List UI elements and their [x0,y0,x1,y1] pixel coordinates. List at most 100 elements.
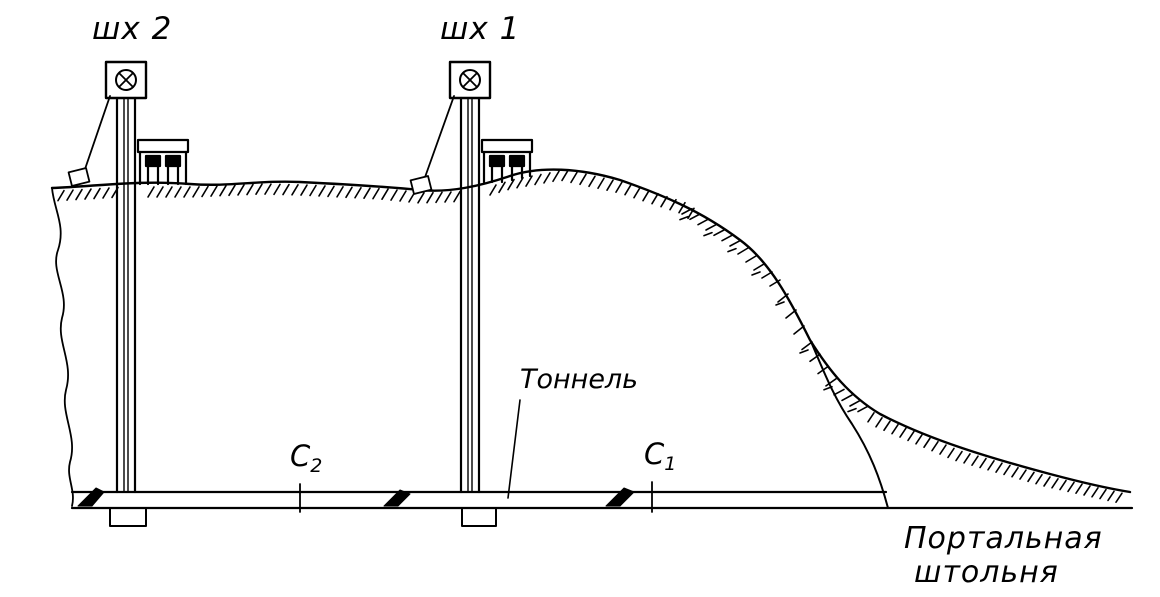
hatch-tick [246,183,254,196]
hatch-tick [775,301,785,306]
hatch-tick [57,189,65,202]
hatch-tick [947,447,955,459]
hatch-tick [799,349,809,354]
hatch-tick [995,462,1003,473]
tunnel-label: Тоннель [520,364,639,395]
hatch-tick [817,365,829,375]
hatch-tick [801,341,813,351]
footing-shaft-2 [109,507,147,527]
hatch-tick [713,229,725,237]
hatch-tick [390,189,398,201]
hatch-tick [1075,483,1083,495]
hatch-tick [291,184,299,196]
wedge-mark-middle [383,489,411,507]
shaft-2-guy-line [83,95,111,173]
hatch-tick [1067,481,1075,493]
shaft-2-assembly [67,60,190,494]
hatch-tick [300,184,308,196]
hatch-tick [210,185,218,197]
hatch-tick [633,186,641,199]
hatch-tick [1043,476,1051,487]
hatch-tick [489,184,497,196]
hatch-tick [891,423,899,435]
hatch-tick [1003,464,1011,476]
hatch-tick [979,457,987,469]
hatch-tick [963,453,971,464]
hatch-tick [1115,492,1123,504]
hatch-tick [624,183,632,196]
hatch-tick [174,186,182,198]
hatch-tick [264,183,272,195]
shaft-2-anchor-box [67,167,91,187]
hatch-tick [689,213,701,221]
hatch-tick [669,198,677,211]
hatch-tick [381,188,389,200]
hatch-tick [93,187,101,200]
hatch-tick [525,175,533,187]
hatch-tick [987,460,995,471]
hatch-tick [751,271,761,276]
hatch-tick [915,434,923,445]
hatch-tick [857,405,869,413]
hatch-tick [971,455,979,467]
station-c2-index: 2 [310,455,323,477]
hatch-tick [703,231,713,237]
portal-adit-label-line1: Портальная [904,521,1103,556]
hatch-tick [399,190,407,202]
hatch-tick [1027,471,1035,483]
hatch-tick [165,186,173,198]
hatch-tick [785,309,797,319]
hatch-tick [939,444,947,455]
shaft-1-label: шх 1 [440,11,521,47]
hatch-tick [228,184,236,197]
shaft-2-winch-building [136,138,190,186]
hatch-tick [444,191,452,203]
hatch-tick [721,234,733,242]
hatch-tick [737,247,749,255]
hatch-tick [66,189,74,201]
station-c2-letter: C [290,439,311,473]
wedge-mark-left [77,487,105,507]
station-c1-index: 1 [664,453,677,475]
hatch-tick [761,271,773,279]
hatch-tick [561,169,569,182]
station-c2-label: C2 [290,442,322,476]
hatch-tick [793,325,805,335]
shaft-1-anchor-box [409,175,433,195]
hatch-tick [727,247,737,253]
hatch-tick [273,183,281,196]
hatch-tick [1099,488,1107,500]
hatch-tick [318,185,326,197]
hatch-tick [435,191,443,204]
ground-hatching [57,169,695,220]
station-c1-label: C1 [644,440,676,474]
hatch-tick [453,190,461,203]
hatch-tick [255,183,263,195]
hatch-tick [498,181,506,194]
hatch-tick [1107,490,1115,502]
hatch-tick [867,411,875,423]
portal-adit-label-line2: штольня [914,555,1059,590]
hatch-tick [597,177,605,190]
hatch-tick [769,279,781,287]
hatch-tick [729,239,741,247]
hatch-tick [841,394,853,402]
ground-surface-line [50,168,1132,494]
hatch-tick [1091,486,1099,498]
hatch-tick [642,189,650,202]
hatch-tick [372,187,380,200]
hatch-tick [809,353,821,363]
hatch-tick [883,420,891,432]
hatch-tick [507,178,515,191]
shaft-1-assembly [409,60,534,494]
hatch-tick [660,195,668,208]
hill-hatching [679,207,1123,504]
hatch-tick [1083,485,1091,496]
wedge-mark-right [605,487,635,507]
hatch-tick [899,427,907,438]
hatch-tick [570,171,578,184]
hatch-tick [219,184,227,197]
hatch-tick [543,172,551,184]
hatch-tick [183,186,191,198]
hatch-tick [825,377,837,387]
